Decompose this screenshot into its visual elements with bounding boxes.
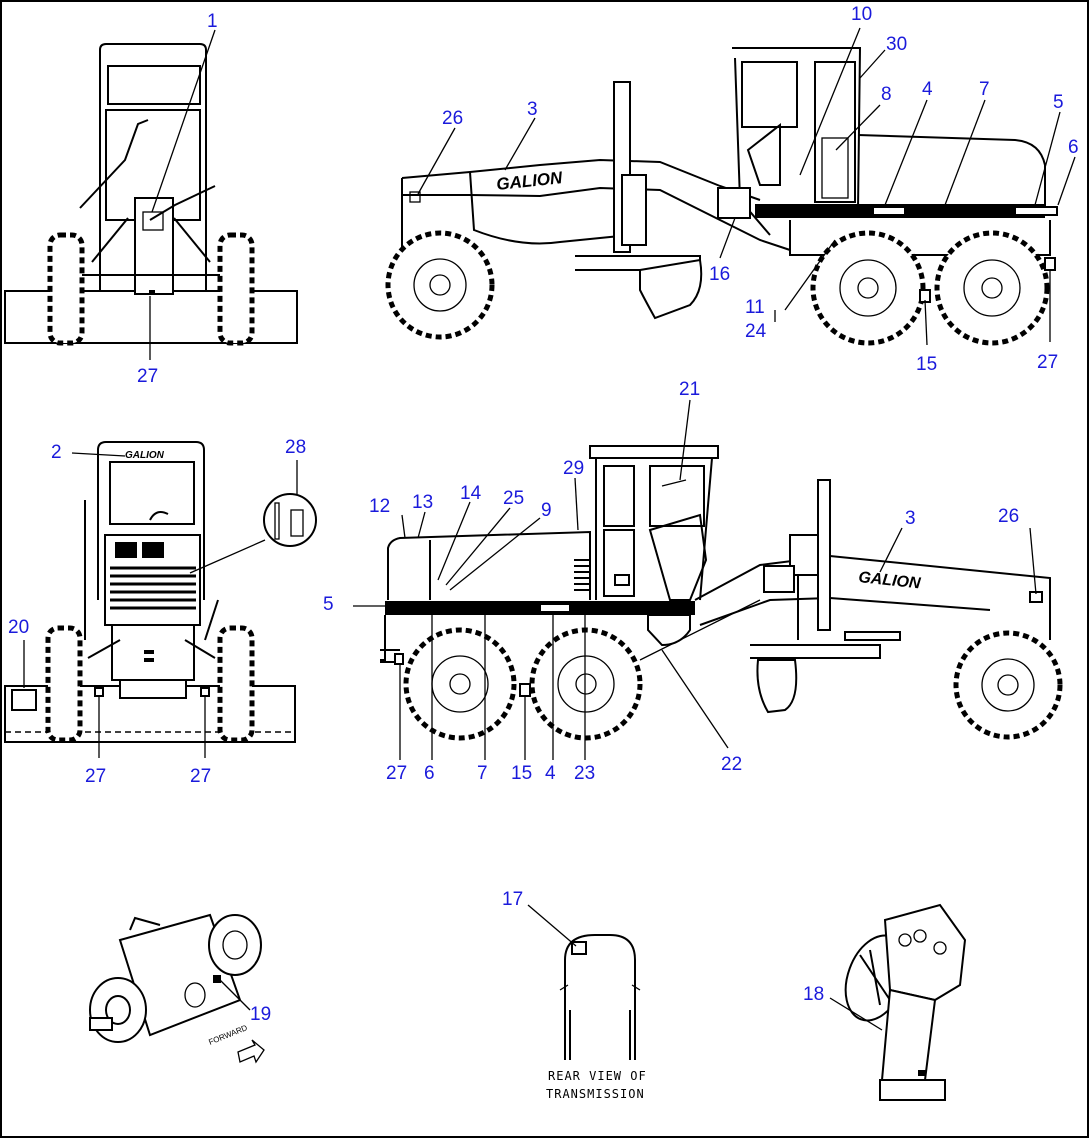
front-view-grader	[4, 43, 298, 346]
callout-rear-27b: 27	[190, 766, 211, 787]
callout-side-5: 5	[1053, 92, 1064, 113]
caption-line-2: TRANSMISSION	[546, 1087, 645, 1101]
callout-lower-13: 13	[412, 492, 433, 513]
transmission-drawing	[89, 913, 262, 1043]
callout-side-6: 6	[1068, 137, 1079, 158]
side-view-grader-upper	[385, 47, 1058, 346]
callout-side-8: 8	[881, 84, 892, 105]
callout-lower-29: 29	[563, 458, 584, 479]
callout-lower-15: 15	[511, 763, 532, 784]
callout-lower-22: 22	[721, 754, 742, 775]
callout-lower-21: 21	[679, 379, 700, 400]
callout-lower-4: 4	[545, 763, 556, 784]
callout-lower-12: 12	[369, 496, 390, 517]
callout-component-18: 18	[803, 984, 824, 1005]
callout-side-7: 7	[979, 79, 990, 100]
callout-side-16: 16	[709, 264, 730, 285]
callout-rear-28: 28	[285, 437, 306, 458]
transmission-rear-drawing	[559, 934, 641, 1060]
rear-view-grader	[4, 441, 317, 743]
callout-side-3: 3	[527, 99, 538, 120]
callout-rear-20: 20	[8, 617, 29, 638]
callout-lower-27: 27	[386, 763, 407, 784]
callout-front-27: 27	[137, 366, 158, 387]
brand-front-cab: GALION	[125, 450, 165, 461]
callout-side-26: 26	[442, 108, 463, 129]
callout-side-15: 15	[916, 354, 937, 375]
callout-lower-25: 25	[503, 488, 524, 509]
callout-side-4: 4	[922, 79, 933, 100]
callout-side-10: 10	[851, 4, 872, 25]
steering-column-drawing	[844, 903, 967, 1101]
callout-lower-5: 5	[323, 594, 334, 615]
caption-line-1: REAR VIEW OF	[548, 1069, 647, 1083]
callout-lower-7: 7	[477, 763, 488, 784]
callout-front-1: 1	[207, 11, 218, 32]
callout-lower-26: 26	[998, 506, 1019, 527]
callout-lower-14: 14	[460, 483, 482, 504]
forward-arrow-icon	[237, 1039, 265, 1064]
callout-component-17: 17	[502, 889, 523, 910]
callout-side-27: 27	[1037, 352, 1058, 373]
callout-side-11: 11	[745, 297, 765, 318]
brand-side-lower: GALION	[858, 569, 922, 592]
callout-lower-23: 23	[574, 763, 595, 784]
callout-component-19: 19	[250, 1004, 271, 1025]
callout-lower-3: 3	[905, 508, 916, 529]
callout-rear-27a: 27	[85, 766, 106, 787]
callout-side-24: 24	[745, 321, 767, 342]
callout-lower-6: 6	[424, 763, 435, 784]
callout-rear-2: 2	[51, 442, 62, 463]
callout-side-30: 30	[886, 34, 907, 55]
callout-lower-9: 9	[541, 500, 552, 521]
